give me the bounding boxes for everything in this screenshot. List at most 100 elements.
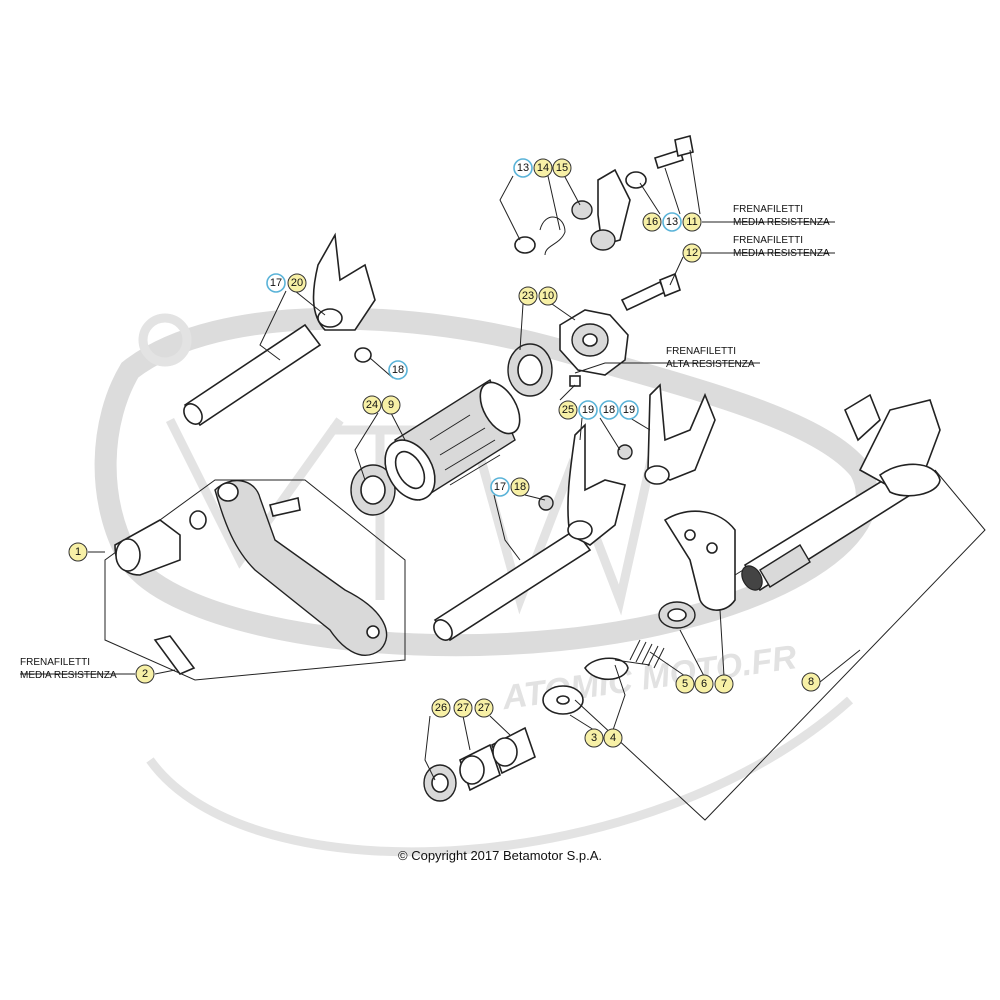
callout-label: 26 bbox=[435, 702, 447, 714]
callout-label: 18 bbox=[392, 364, 404, 376]
callout-label: 17 bbox=[494, 481, 506, 493]
callout-label: 13 bbox=[517, 162, 529, 174]
callout-label: 6 bbox=[701, 678, 707, 690]
leader-lines bbox=[20, 149, 986, 821]
callout-label: 20 bbox=[291, 277, 303, 289]
copyright-text: © Copyright 2017 Betamotor S.p.A. bbox=[398, 848, 602, 863]
note-line1: FRENAFILETTI bbox=[20, 657, 90, 668]
callout-circle bbox=[603, 728, 623, 748]
callout-label: 17 bbox=[270, 277, 282, 289]
bolt-12 bbox=[620, 272, 681, 312]
callout-27: 27 bbox=[453, 698, 473, 718]
callout-circle bbox=[662, 212, 682, 232]
callout-8: 8 bbox=[801, 672, 821, 692]
callout-3: 3 bbox=[584, 728, 604, 748]
callout-circle bbox=[538, 286, 558, 306]
left-fork-and-shaft bbox=[183, 232, 376, 427]
callout-19: 19 bbox=[578, 400, 598, 420]
callout-circle bbox=[510, 477, 530, 497]
callout-circle bbox=[453, 698, 473, 718]
callout-14: 14 bbox=[533, 158, 553, 178]
callout-label: 14 bbox=[537, 162, 549, 174]
callout-circle bbox=[388, 360, 408, 380]
note-line2: ALTA RESISTENZA bbox=[666, 359, 755, 370]
callout-circle bbox=[552, 158, 572, 178]
callout-circle bbox=[619, 400, 639, 420]
callout-11: 11 bbox=[682, 212, 702, 232]
drum-bearing-and-star bbox=[507, 309, 629, 397]
callout-label: 19 bbox=[623, 404, 635, 416]
callout-label: 4 bbox=[610, 732, 616, 744]
note-line2: MEDIA RESISTENZA bbox=[20, 670, 117, 681]
callout-circle bbox=[801, 672, 821, 692]
callout-13: 13 bbox=[662, 212, 682, 232]
callout-27: 27 bbox=[474, 698, 494, 718]
callout-label: 27 bbox=[478, 702, 490, 714]
callout-26: 26 bbox=[431, 698, 451, 718]
callout-label: 2 bbox=[142, 668, 148, 680]
callout-18: 18 bbox=[599, 400, 619, 420]
callout-2: 2 bbox=[135, 664, 155, 684]
callout-circle bbox=[362, 395, 382, 415]
callout-circle bbox=[68, 542, 88, 562]
shift-shaft-assembly bbox=[658, 393, 941, 629]
callout-17: 17 bbox=[490, 477, 510, 497]
callout-label: 24 bbox=[366, 399, 378, 411]
callout-label: 9 bbox=[388, 399, 394, 411]
callout-6: 6 bbox=[694, 674, 714, 694]
callout-label: 1 bbox=[75, 546, 81, 558]
callout-label: 15 bbox=[556, 162, 568, 174]
gear-selector-parts bbox=[514, 135, 694, 256]
callout-24: 24 bbox=[362, 395, 382, 415]
note-line1: FRENAFILETTI bbox=[733, 235, 803, 246]
callout-circle bbox=[578, 400, 598, 420]
callout-18: 18 bbox=[510, 477, 530, 497]
bushings bbox=[423, 726, 536, 802]
center-forks-and-shaft bbox=[433, 383, 716, 642]
callout-circle bbox=[518, 286, 538, 306]
callout-circle bbox=[474, 698, 494, 718]
callout-label: 19 bbox=[582, 404, 594, 416]
callout-label: 7 bbox=[721, 678, 727, 690]
callout-25: 25 bbox=[558, 400, 578, 420]
callout-1: 1 bbox=[68, 542, 88, 562]
note-line2: MEDIA RESISTENZA bbox=[733, 217, 830, 228]
return-spring bbox=[629, 639, 665, 669]
callout-15: 15 bbox=[552, 158, 572, 178]
note-n2: FRENAFILETTI MEDIA RESISTENZA bbox=[20, 657, 117, 681]
callout-circle bbox=[287, 273, 307, 293]
callout-circle bbox=[694, 674, 714, 694]
shift-drum bbox=[350, 378, 521, 516]
callout-label: 23 bbox=[522, 290, 534, 302]
callout-circle bbox=[558, 400, 578, 420]
callout-circle bbox=[135, 664, 155, 684]
callout-circle bbox=[642, 212, 662, 232]
callout-16: 16 bbox=[642, 212, 662, 232]
callout-circle bbox=[266, 273, 286, 293]
callout-label: 18 bbox=[514, 481, 526, 493]
callout-19: 19 bbox=[619, 400, 639, 420]
callout-circle bbox=[431, 698, 451, 718]
callout-13: 13 bbox=[513, 158, 533, 178]
callout-label: 3 bbox=[591, 732, 597, 744]
callout-circle bbox=[584, 728, 604, 748]
callout-label: 16 bbox=[646, 216, 658, 228]
callout-label: 5 bbox=[682, 678, 688, 690]
callout-5: 5 bbox=[675, 674, 695, 694]
note-line2: MEDIA RESISTENZA bbox=[733, 248, 830, 259]
callout-23: 23 bbox=[518, 286, 538, 306]
callout-label: 8 bbox=[808, 676, 814, 688]
callout-circle bbox=[714, 674, 734, 694]
callout-label: 13 bbox=[666, 216, 678, 228]
callout-10: 10 bbox=[538, 286, 558, 306]
torsion-spring-washer bbox=[542, 657, 651, 715]
callout-18: 18 bbox=[388, 360, 408, 380]
callout-label: 10 bbox=[542, 290, 554, 302]
callout-label: 11 bbox=[686, 216, 697, 228]
callout-label: 25 bbox=[562, 404, 574, 416]
callout-circle bbox=[533, 158, 553, 178]
